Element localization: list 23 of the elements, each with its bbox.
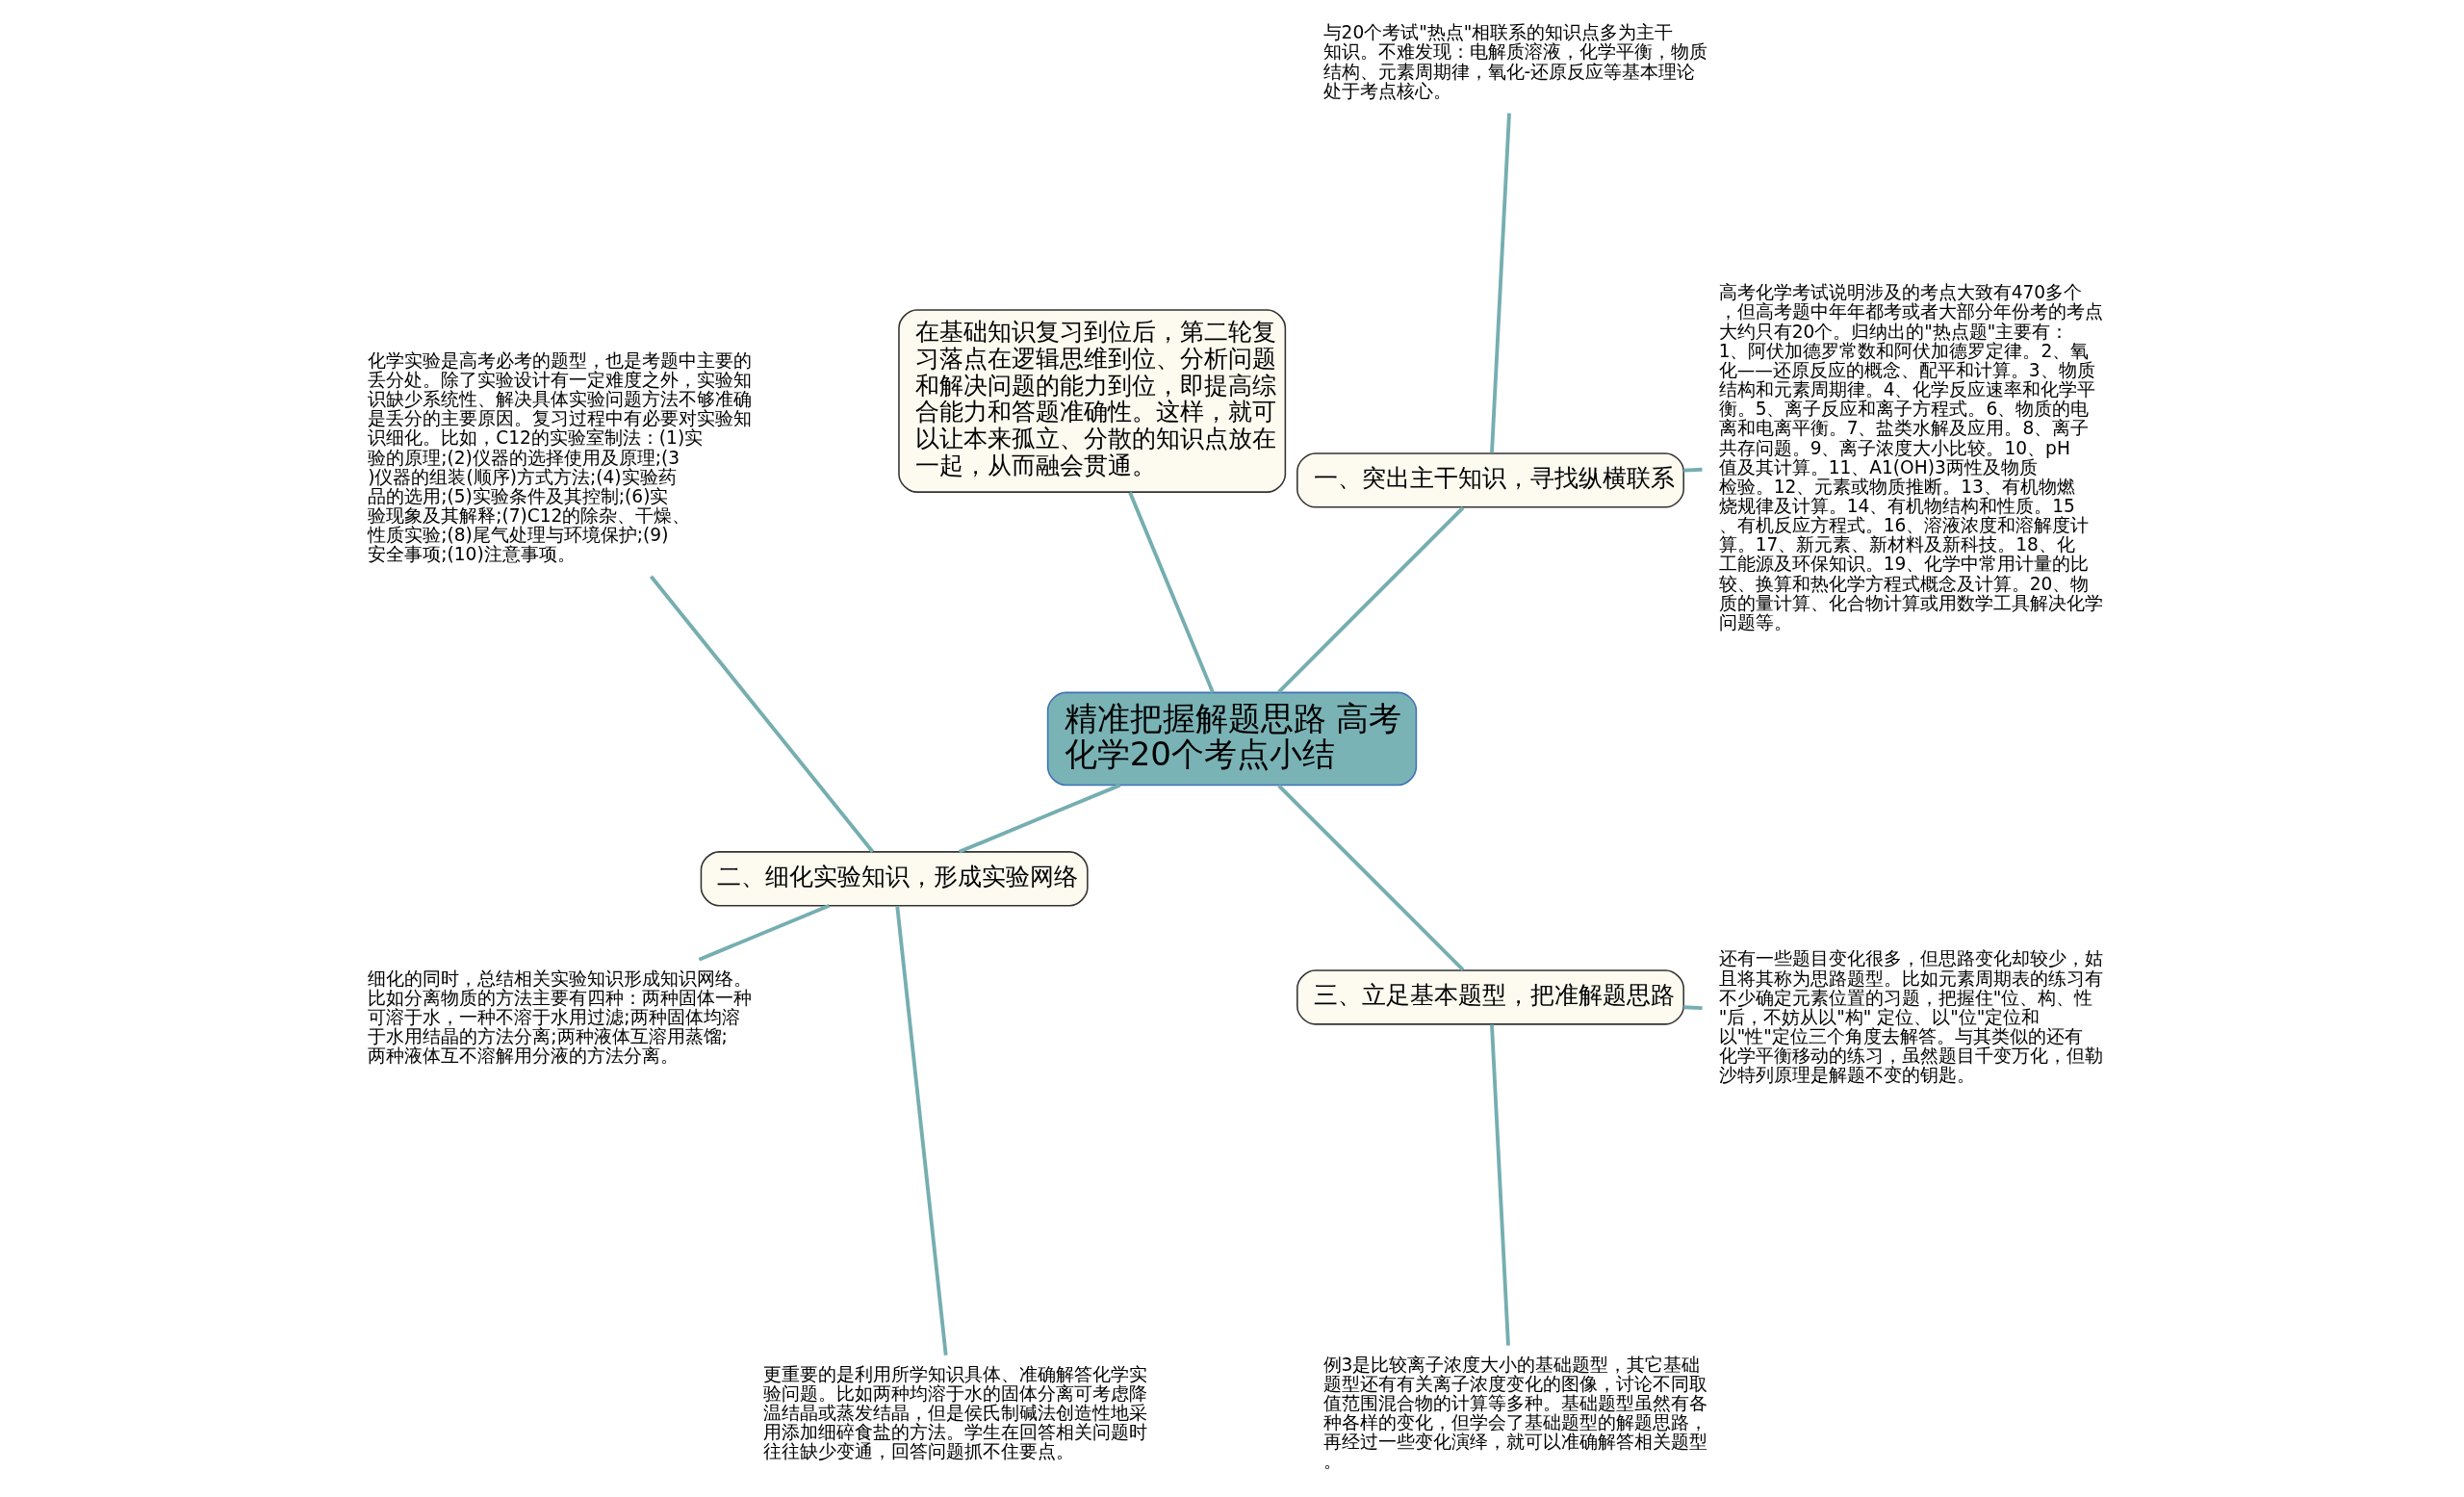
node-text: 与20个考试"热点"相联系的知识点多为主干知识。不难发现：电解质溶液，化学平衡，物质结构、元素周期律，氧化-还原反应等基本理论处于考点核心。 xyxy=(1322,22,1707,101)
node-text: 更重要的是利用所学知识具体、准确解答化学实验问题。比如两种均溶于水的固体分离可考虑降温结晶或蒸发结晶，但是侯氏制碱法创造性地采用添加细碎食盐的方法。学生在回答相关问题时往往缺少变通，回答问题抓不住要点。 xyxy=(763,1363,1148,1462)
node-text: 还有一些题目变化很多，但思路变化却较少，姑且将其称为思路题型。比如元素周期表的练习有不少确定元素位置的习题，把握住"位、构、性"后，不妨从以"构" 定位、以"位"定位和以"性"定位三个角度去解答。与其类似的还有化学平衡移动的练习，虽然题目千变万化，但勒沙特列原理是解题不变的钥匙。 xyxy=(1718,948,2103,1086)
connector xyxy=(649,575,875,854)
connector xyxy=(1683,467,1703,473)
connector xyxy=(1277,506,1465,694)
connector xyxy=(958,783,1121,854)
connector xyxy=(1128,491,1215,694)
connector xyxy=(1490,113,1511,453)
node-box: 一、突出主干知识，寻找纵横联系 xyxy=(1296,452,1684,508)
node-box: 二、细化实验知识，形成实验网络 xyxy=(700,851,1089,907)
node-text: 例3是比较离子浓度大小的基础题型，其它基础题型还有有关离子浓度变化的图像，讨论不同取值范围混合物的计算等多种。基础题型虽然有各种各样的变化，但学会了基础题型的解题思路，再经过一些变化演绎，就可以准确解答相关题型。 xyxy=(1322,1354,1707,1472)
node-box: 在基础知识复习到位后，第二轮复习落点在逻辑思维到位、分析问题和解决问题的能力到位，即提高综合能力和答题准确性。这样，就可以让本来孤立、分散的知识点放在一起，从而融会贯通。 xyxy=(898,309,1287,493)
connector xyxy=(698,904,831,962)
node-box: 三、立足基本题型，把准解题思路 xyxy=(1296,969,1684,1025)
connector xyxy=(1683,1005,1703,1011)
node-text: 细化的同时，总结相关实验知识形成知识网络。比如分离物质的方法主要有四种：两种固体一种可溶于水，一种不溶于水用过滤;两种固体均溶于水用结晶的方法分离;两种液体互溶用蒸馏;两种液体互不溶解用分液的方法分离。 xyxy=(368,968,753,1067)
node-text: 高考化学考试说明涉及的考点大致有470多个，但高考题中年年都考或者大部分年份考的考点大约只有20个。归纳出的"热点题"主要有：1、阿伏加德罗常数和阿伏加德罗定律。2、氧化——还原反应的概念、配平和计算。3、物质结构和元素周期律。4、化学反应速率和化学平衡。5、离子反应和离子方程式。6、物质的电离和电离平衡。7、盐类水解及应用。8、离子共存问题。9、离子浓度大小比较。10、pH值及其计算。11、A1(OH)3两性及物质检验。12、元素或物质推断。13、有机物燃烧规律及计算。14、有机物结构和性质。15、有机反应方程式。16、溶液浓度和溶解度计算。17、新元素、新材料及新科技。18、化工能源及环保知识。19、化学中常用计量的比较、换算和热化学方程式概念及计算。20、物质的量计算、化合物计算或用数学工具解决化学问题等。 xyxy=(1718,282,2103,632)
connector xyxy=(1277,784,1465,971)
connector xyxy=(895,905,948,1355)
connector xyxy=(1490,1024,1510,1346)
node-text: 化学实验是高考必考的题型，也是考题中主要的丢分处。除了实验设计有一定难度之外，实验知识缺少系统性、解决具体实验问题方法不够准确是丢分的主要原因。复习过程中有必要对实验知识细化。比如，C12的实验室制法：(1)实验的原理;(2)仪器的选择使用及原理;(3)仪器的组装(顺序)方式方法;(4)实验药品的选用;(5)实验条件及其控制;(6)实验现象及其解释;(7)C12的除杂、干燥、性质实验;(8)尾气处理与环境保护;(9)安全事项;(10)注意事项。 xyxy=(368,349,753,565)
node-box: 精准把握解题思路 高考化学20个考点小结 xyxy=(1046,691,1418,787)
